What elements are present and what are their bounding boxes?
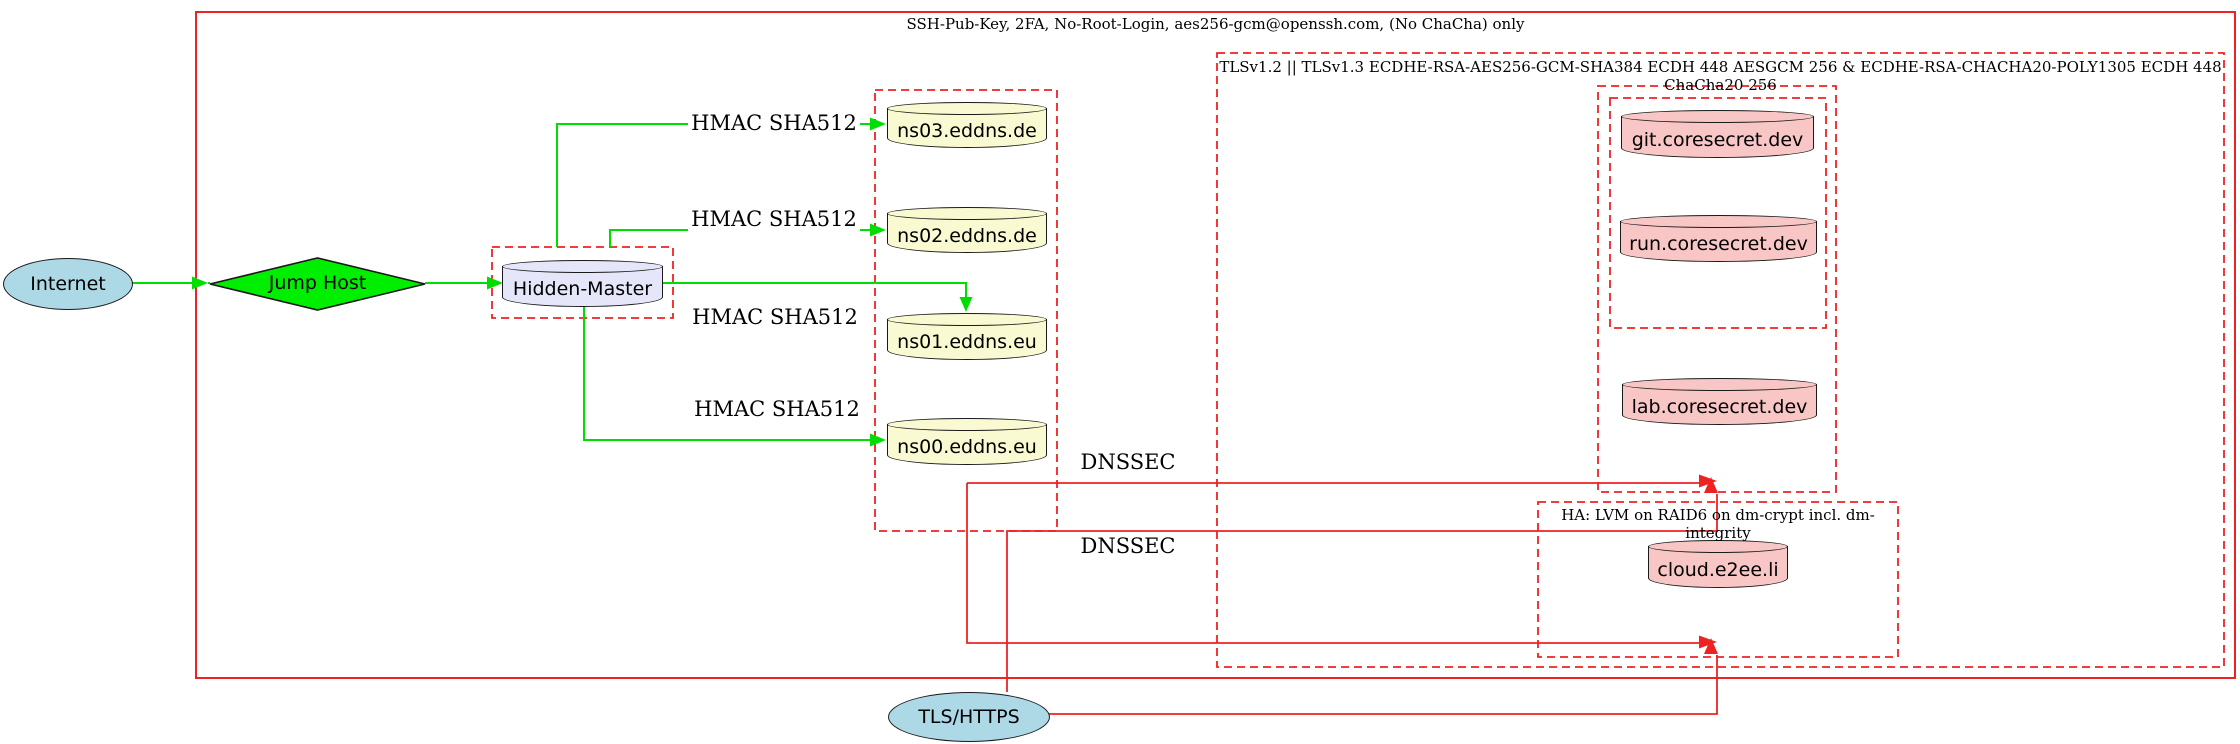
cylinder-cap xyxy=(1620,215,1817,228)
arrowhead-into-jumphost xyxy=(192,276,208,290)
node-lab-label: lab.coresecret.dev xyxy=(1631,396,1808,418)
node-jump-host-label: Jump Host xyxy=(268,272,367,294)
edge-tlshttps-to-hacloud xyxy=(1047,655,1718,715)
arrowheads-into-hacloud-box xyxy=(1699,635,1718,654)
edge-label-hmac-ns03: HMAC SHA512 xyxy=(674,111,874,135)
node-ns02: ns02.eddns.de xyxy=(887,207,1047,253)
arrowheads-into-coresecret-box xyxy=(1699,474,1718,493)
coresecret-cluster-box xyxy=(1597,85,1837,493)
node-git-coresecret: git.coresecret.dev xyxy=(1621,110,1814,158)
cylinder-cap xyxy=(1648,540,1788,553)
ha-storage-cluster-label: HA: LVM on RAID6 on dm-crypt incl. dm-in… xyxy=(1561,506,1875,542)
ssh-policy-cluster-label: SSH-Pub-Key, 2FA, No-Root-Login, aes256-… xyxy=(906,15,1525,33)
node-ns02-label: ns02.eddns.de xyxy=(897,224,1037,247)
node-ns00: ns00.eddns.eu xyxy=(887,418,1047,465)
node-run-coresecret: run.coresecret.dev xyxy=(1620,215,1817,262)
cylinder-body xyxy=(1621,116,1814,158)
edge-dns-to-hacloud xyxy=(966,483,1701,644)
edge-label-hmac-ns00: HMAC SHA512 xyxy=(677,397,877,421)
edge-hiddenmaster-ns01 xyxy=(663,282,967,298)
edge-label-hmac-ns01: HMAC SHA512 xyxy=(675,305,875,329)
cylinder-cap xyxy=(1622,378,1817,391)
arrowhead-into-hiddenmaster xyxy=(487,276,503,290)
node-hidden-master-label: Hidden-Master xyxy=(512,278,653,300)
node-tls-https: TLS/HTTPS xyxy=(888,692,1050,742)
arrowhead-into-ns01 xyxy=(959,297,973,312)
cylinder-cap xyxy=(502,260,663,273)
node-cloud-label: cloud.e2ee.li xyxy=(1657,558,1779,581)
edge-label-hmac-ns02: HMAC SHA512 xyxy=(674,207,874,231)
node-git-label: git.coresecret.dev xyxy=(1631,128,1804,151)
cylinder-cap xyxy=(887,313,1047,326)
jump-host-diamond xyxy=(209,257,426,311)
edge-hiddenmaster-ns02 xyxy=(609,229,871,247)
node-ns03-label: ns03.eddns.de xyxy=(897,119,1037,142)
tls-policy-cluster-box xyxy=(1216,52,2225,668)
node-internet-label: Internet xyxy=(30,273,106,295)
dns-cluster-box xyxy=(874,89,1058,532)
cylinder-cap xyxy=(887,418,1047,431)
edge-label-dnssec-cloud: DNSSEC xyxy=(1068,534,1188,558)
node-ns01: ns01.eddns.eu xyxy=(887,313,1047,360)
arrowhead-into-ns02 xyxy=(870,223,886,237)
cylinder-cap xyxy=(887,102,1047,115)
cylinder-cap xyxy=(1621,110,1814,123)
edge-tlshttps-to-coresecret xyxy=(1006,494,1718,692)
node-ns01-label: ns01.eddns.eu xyxy=(897,331,1037,353)
arrowhead-into-ns00 xyxy=(870,433,886,447)
ssh-policy-cluster-box xyxy=(195,11,2236,679)
node-run-label: run.coresecret.dev xyxy=(1629,233,1808,255)
ha-cloud-cluster-box xyxy=(1537,501,1899,658)
node-ns00-label: ns00.eddns.eu xyxy=(897,436,1037,458)
node-cloud-e2ee: cloud.e2ee.li xyxy=(1648,540,1788,588)
node-lab-coresecret: lab.coresecret.dev xyxy=(1622,378,1817,425)
cylinder-cap xyxy=(887,207,1047,220)
node-internet: Internet xyxy=(3,258,133,310)
node-hidden-master: Hidden-Master xyxy=(502,260,663,307)
node-ns03: ns03.eddns.de xyxy=(887,102,1047,148)
arrowhead-into-ns03 xyxy=(870,117,886,131)
edge-hiddenmaster-ns00 xyxy=(583,307,871,441)
coresecret-inner-cluster-box xyxy=(1609,97,1827,329)
node-tls-https-label: TLS/HTTPS xyxy=(918,706,1020,728)
edge-label-dnssec-coresecret: DNSSEC xyxy=(1068,450,1188,474)
tls-policy-cluster-label: TLSv1.2 || TLSv1.3 ECDHE-RSA-AES256-GCM-… xyxy=(1219,58,2222,94)
cylinder-body xyxy=(1648,546,1788,588)
